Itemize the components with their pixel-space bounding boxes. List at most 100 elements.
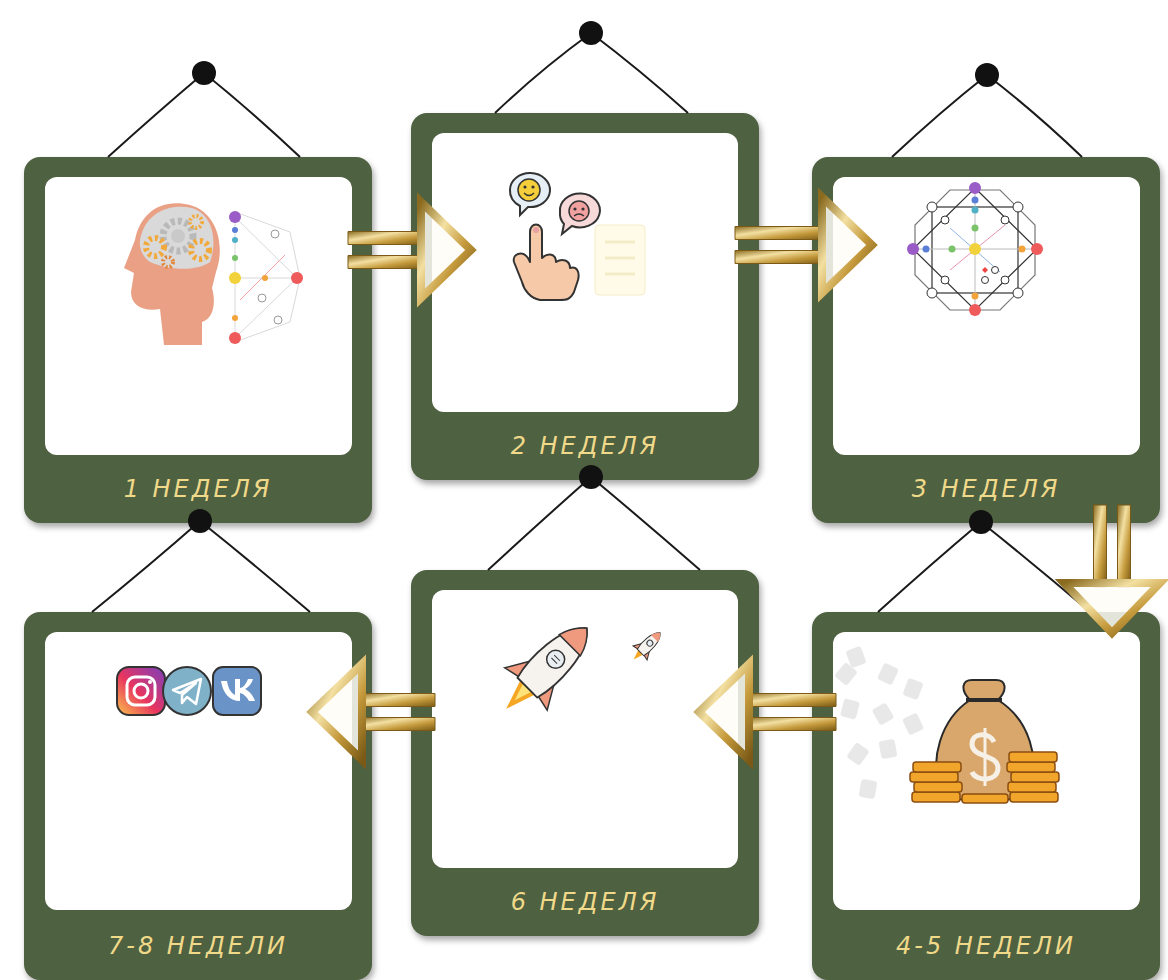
arrow-path	[1112, 505, 1113, 633]
head-gears-icon	[235, 217, 236, 338]
money-icon	[972, 735, 998, 779]
hanger-strings	[892, 75, 987, 157]
hanger-strings	[488, 477, 591, 570]
matrix-chart	[969, 304, 981, 316]
matrix-chart	[972, 207, 979, 214]
hanger-strings	[204, 73, 300, 157]
feedback-icon	[524, 193, 534, 196]
head-gears-icon	[235, 212, 300, 342]
head-gears-icon	[140, 207, 214, 269]
flow-arrow	[312, 664, 435, 760]
matrix-chart	[950, 228, 1000, 272]
picture-panels	[45, 133, 1140, 910]
feedback-icon	[581, 207, 584, 210]
rocket-icon	[515, 616, 599, 700]
rocket-icon	[646, 639, 654, 647]
matrix-chart	[949, 246, 956, 253]
matrix-chart	[923, 246, 930, 253]
flow-arrow	[699, 664, 836, 760]
head-gears-icon	[229, 211, 241, 223]
week-label: 7-8 НЕДЕЛИ	[108, 931, 288, 961]
head-gears-icon	[258, 294, 266, 302]
matrix-chart	[982, 267, 988, 273]
head-gears-icon	[191, 241, 209, 259]
matrix-chart	[972, 225, 979, 232]
head-gears-icon	[232, 255, 238, 261]
money-icon	[834, 646, 924, 799]
money-icon	[984, 728, 987, 786]
matrix-chart	[913, 188, 1037, 310]
arrow-shaft	[745, 694, 836, 707]
matrix-chart	[982, 277, 989, 284]
matrix-chart	[1013, 202, 1023, 212]
arrow-shaft	[735, 251, 826, 264]
social-icons	[163, 667, 211, 715]
head-gears-icon	[124, 203, 303, 345]
money-icon	[910, 752, 1059, 803]
head-gears-icon	[229, 272, 241, 284]
feedback-icon	[595, 225, 645, 295]
money-icon	[1011, 772, 1059, 782]
matrix-chart	[969, 243, 981, 255]
head-gears-icon	[235, 278, 297, 279]
matrix-chart	[972, 197, 979, 204]
hanger-nails	[579, 465, 603, 489]
flow-arrow	[735, 197, 872, 293]
money-icon	[912, 792, 960, 802]
head-gears-icon	[124, 203, 220, 345]
rocket-icon	[651, 629, 664, 642]
arrow-head	[1064, 583, 1160, 633]
social-icons	[213, 667, 261, 715]
hanger-strings	[495, 33, 591, 113]
money-icon	[872, 702, 895, 726]
arrow-shaft	[1118, 505, 1131, 587]
arrow-head	[421, 202, 471, 298]
money-icon	[1007, 762, 1055, 772]
social-icons	[134, 684, 148, 698]
feedback-icon	[533, 227, 539, 233]
head-gears-icon	[229, 332, 241, 344]
head-gears-icon	[291, 272, 303, 284]
matrix-chart	[1013, 288, 1023, 298]
rocket-icon	[627, 626, 668, 667]
hanger-nails	[188, 21, 999, 534]
feedback-icon	[510, 173, 550, 215]
hanger-nails	[969, 510, 993, 534]
feedback-icon	[531, 185, 534, 188]
matrix-chart	[950, 225, 1005, 270]
rocket-icon	[643, 650, 653, 660]
head-gears-icon	[232, 237, 238, 243]
head-gears-icon	[271, 230, 279, 238]
money-icon	[913, 762, 961, 772]
feedback-icon	[510, 173, 645, 300]
money-icon	[1009, 752, 1057, 762]
matrix-chart	[907, 243, 919, 255]
week-frame: 7-8 НЕДЕЛИ	[24, 612, 372, 980]
week-frame: 6 НЕДЕЛЯ	[411, 570, 759, 936]
rocket-icon	[510, 683, 531, 704]
matrix-chart	[992, 267, 999, 274]
hanger-nails	[975, 63, 999, 87]
matrix-chart	[915, 190, 1035, 310]
social-icons	[117, 667, 165, 715]
feedback-icon	[569, 201, 589, 221]
week-label: 1 НЕДЕЛЯ	[124, 474, 273, 504]
week-label: 2 НЕДЕЛЯ	[511, 431, 660, 461]
hanger-strings	[92, 33, 1090, 612]
arrow-head	[822, 197, 872, 293]
money-icon	[1008, 782, 1056, 792]
matrix-chart	[927, 202, 1023, 298]
matrix-chart	[913, 249, 1037, 250]
head-gears-icon	[262, 275, 268, 281]
rocket-icon	[505, 651, 535, 681]
matrix-chart	[907, 182, 1043, 316]
matrix-chart	[941, 276, 949, 284]
picture-panels	[833, 177, 1140, 455]
money-icon	[902, 678, 923, 700]
rocket-icon	[559, 618, 597, 656]
money-icon	[914, 782, 962, 792]
feedback-icon	[605, 241, 635, 244]
money-icon	[846, 742, 869, 766]
rocket-icon	[554, 655, 560, 661]
